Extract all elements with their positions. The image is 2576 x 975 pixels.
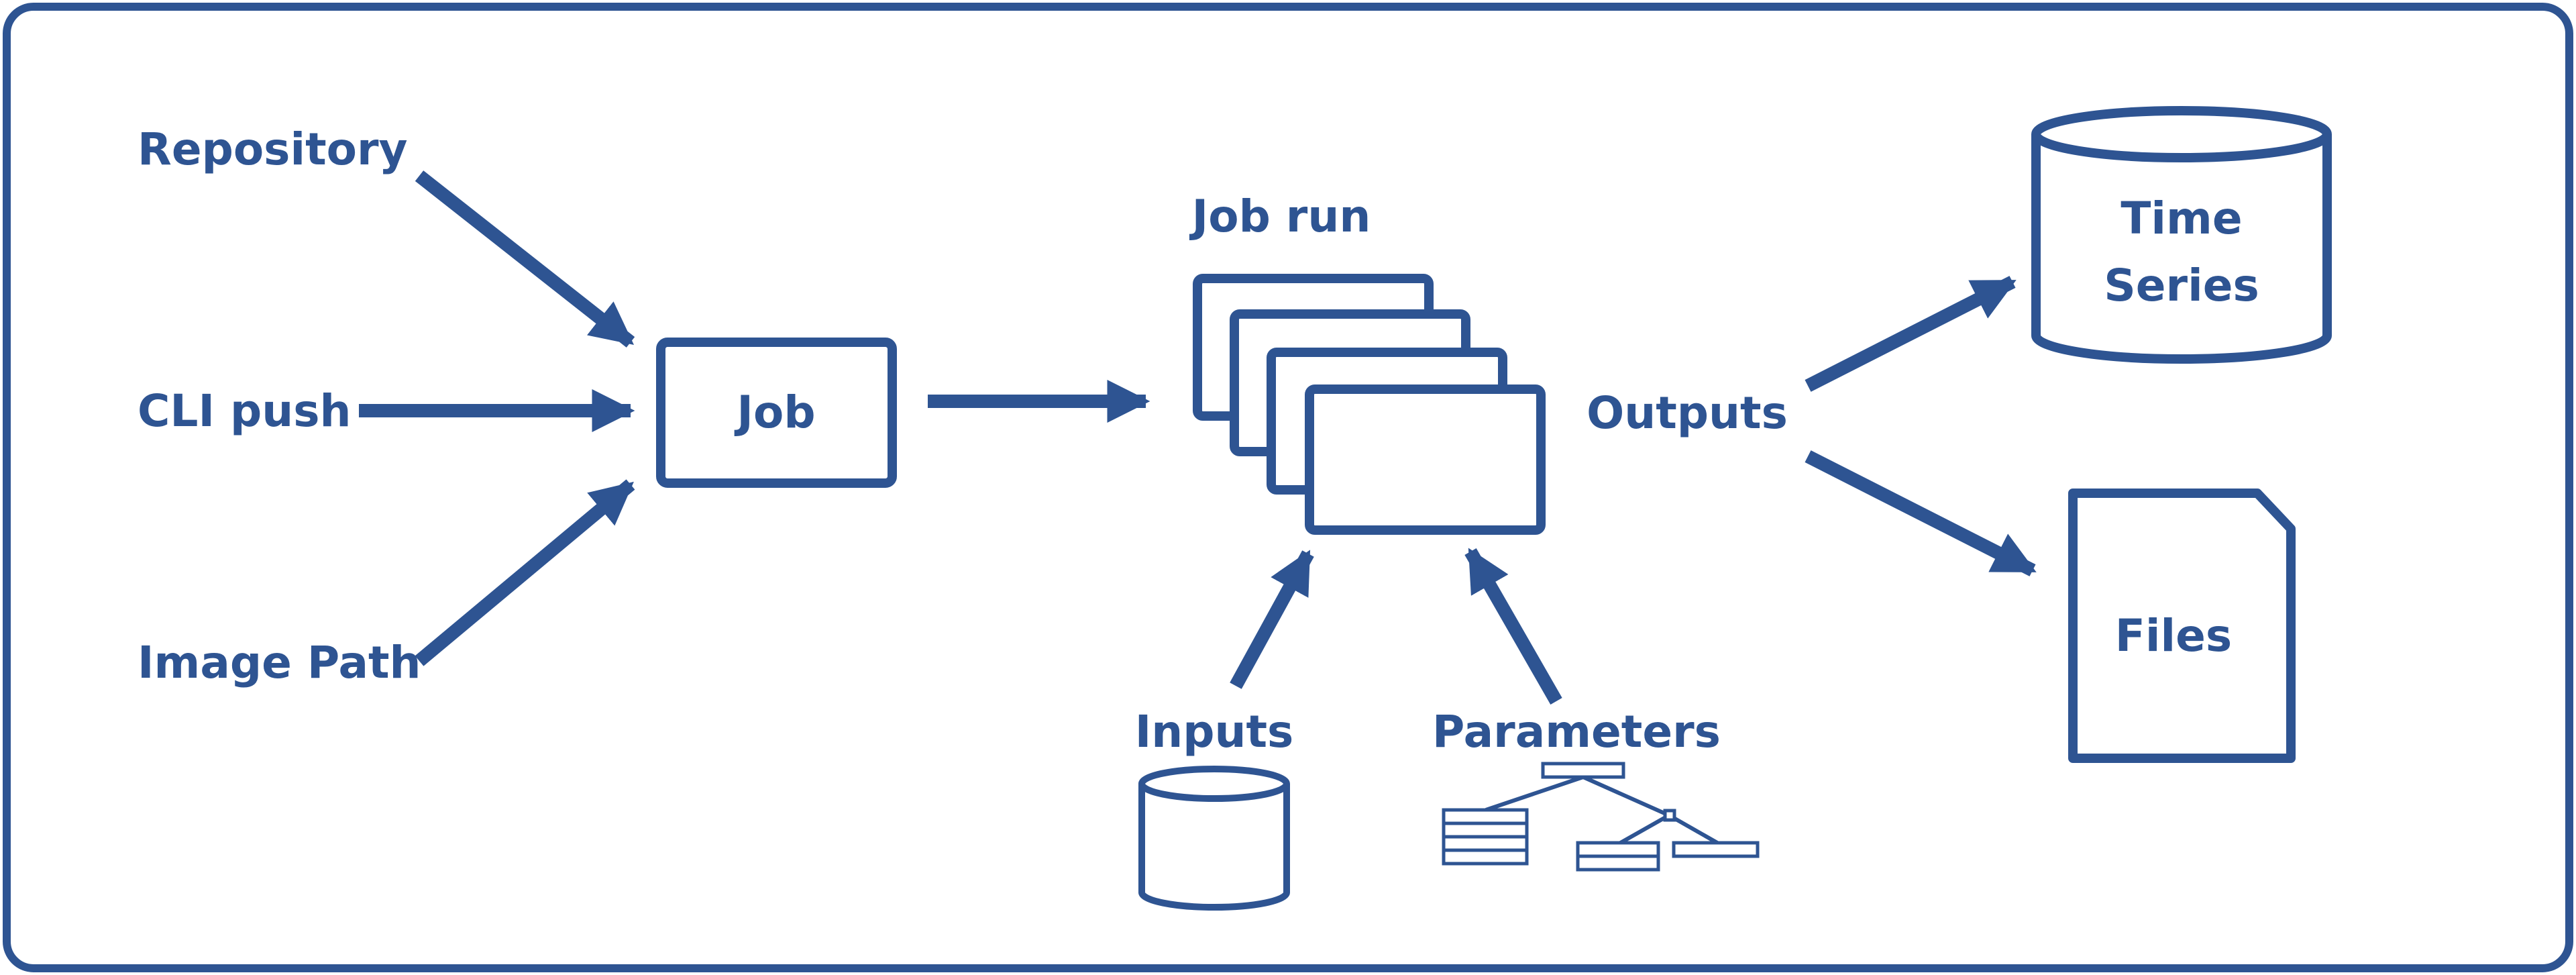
outputs-label: Outputs — [1587, 387, 1788, 439]
inputs-label: Inputs — [1135, 706, 1294, 758]
arrow-outputs-to-files — [1805, 450, 2037, 576]
parameters-label: Parameters — [1432, 706, 1721, 758]
job-run-page-4 — [1305, 384, 1546, 535]
arrow-repository-to-job — [415, 170, 635, 348]
arrow-image-path-to-job — [415, 479, 635, 666]
arrow-parameters-to-job-run — [1464, 548, 1562, 705]
database-icon — [1138, 766, 1290, 911]
source-repository-label: Repository — [138, 123, 408, 175]
job-label: Job — [734, 387, 815, 438]
source-cli-push-label: CLI push — [138, 385, 352, 437]
time-series-label-line1: Time — [2121, 193, 2242, 244]
arrow-inputs-to-job-run — [1230, 550, 1314, 689]
time-series-cylinder — [2031, 106, 2332, 364]
files-document-icon — [2068, 489, 2296, 763]
diagram-frame — [3, 3, 2573, 972]
arrow-outputs-to-time-series — [1805, 276, 2017, 392]
tree-hierarchy-icon — [1442, 762, 1760, 872]
job-run-label: Job run — [1189, 191, 1371, 242]
time-series-label-line2: Series — [2104, 260, 2259, 311]
source-image-path-label: Image Path — [138, 637, 421, 688]
job-run-stack — [1193, 274, 1546, 535]
files-label: Files — [2115, 610, 2232, 662]
job-box — [656, 338, 897, 488]
